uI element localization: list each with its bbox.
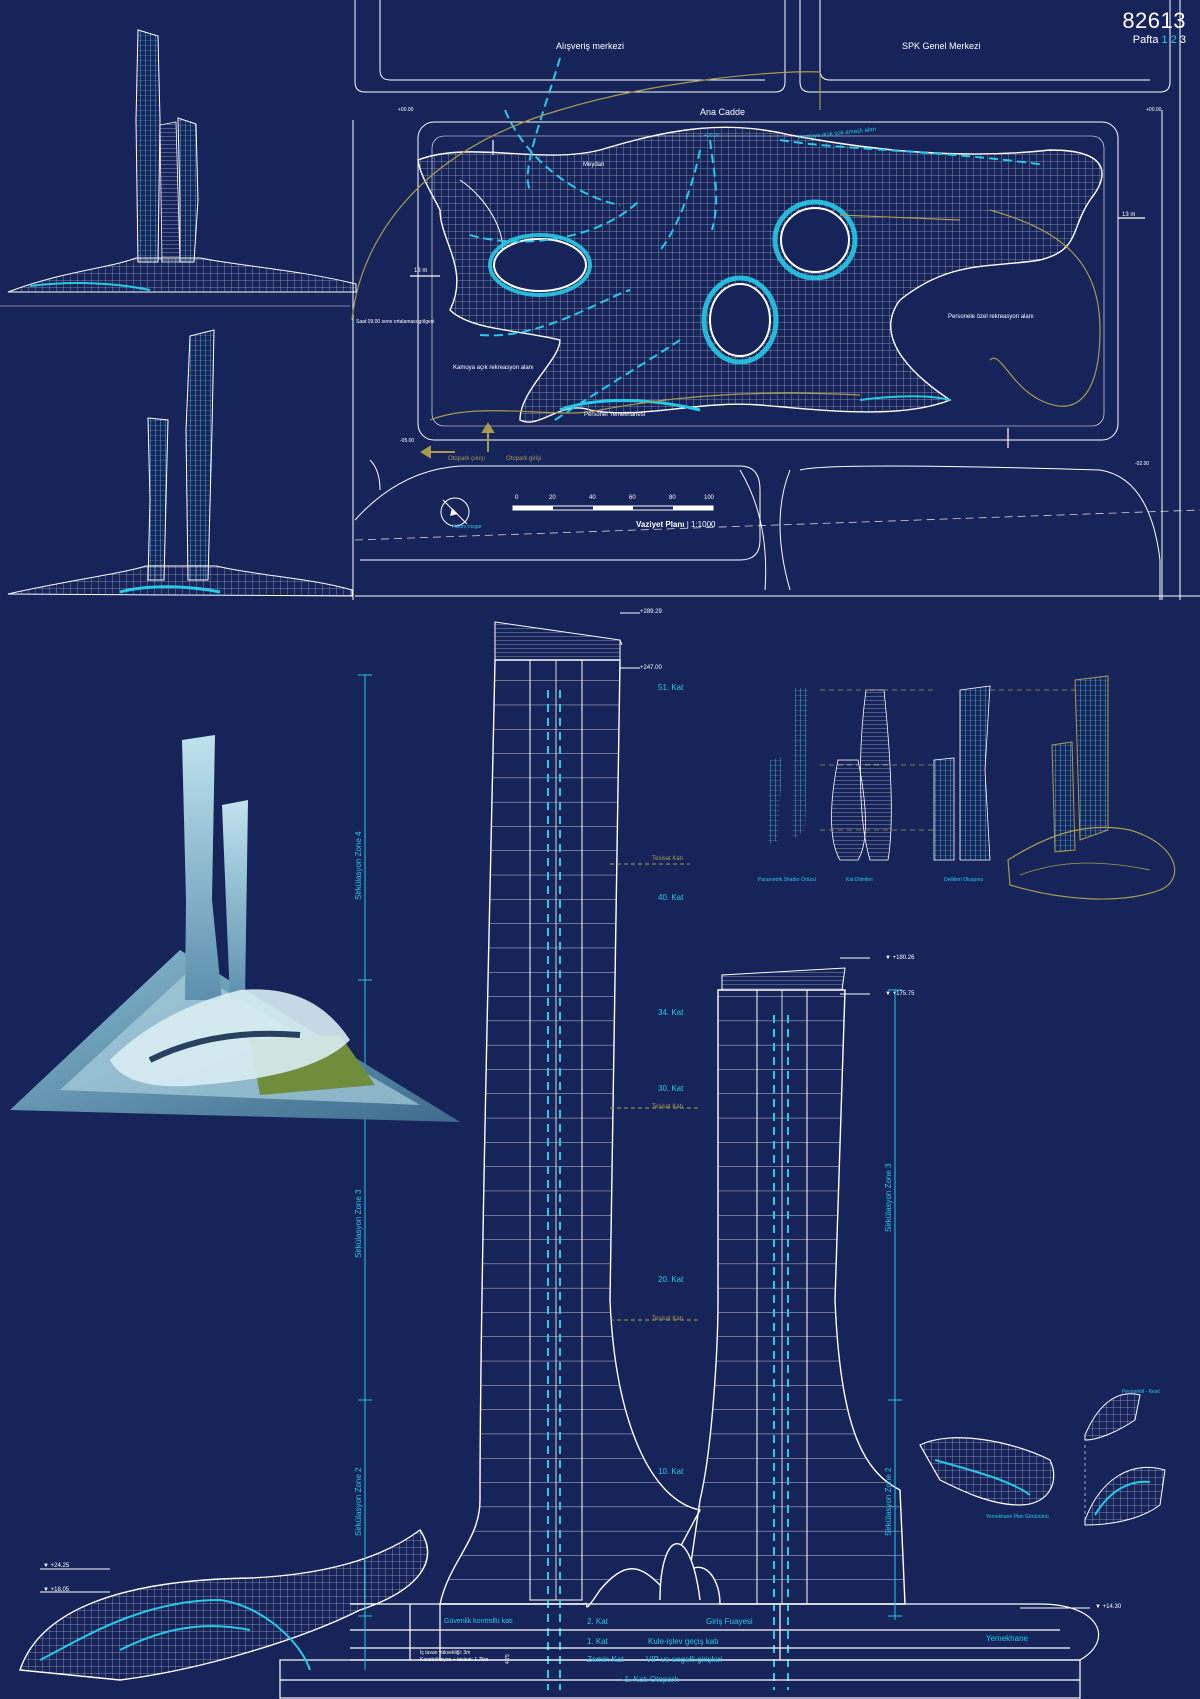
zone-dimension-lines <box>358 674 902 1670</box>
zone-3-left: Sirkülasyon Zone 3 <box>354 1189 363 1258</box>
floor-1: 1. Kat <box>587 1637 608 1646</box>
wind-label: Hakim rüzgar <box>452 524 482 530</box>
program-lobby: Giriş Fuayesi <box>706 1617 753 1626</box>
zone-4: Sirkülasyon Zone 4 <box>354 831 363 900</box>
elev-roof-a: +247.00 <box>640 665 662 671</box>
podium-shell <box>19 1528 429 1681</box>
restaurant-plan-label: Yemekhane Plan Görünümü <box>986 1514 1049 1520</box>
label-mall: Alışveriş merkezi <box>556 41 625 51</box>
zone-2-left: Sirkülasyon Zone 2 <box>354 1467 363 1536</box>
tower-a-section <box>439 621 702 1690</box>
pafta-1[interactable]: 1 <box>1161 34 1168 46</box>
dim-13m-left: 13 m <box>414 268 428 274</box>
level-3: +00.00 <box>1146 107 1162 113</box>
elevation-leaders <box>40 612 1090 1609</box>
mechanical-floor-1: Tesisat Katı <box>652 856 684 862</box>
label-shadow: Saat 09.00 sene ortalaması gölgesi <box>356 319 435 325</box>
label-public-rec: Kamuya açık rekreasyon alanı <box>453 365 534 371</box>
program-transfer: Kule-işlev geçiş katı <box>648 1637 719 1646</box>
pafta-3[interactable]: 3 <box>1179 34 1186 46</box>
parking-arrows <box>420 422 495 459</box>
label-parking-entry: Otopark girişi <box>506 456 542 462</box>
floor-10: 10. Kat <box>658 1467 684 1476</box>
form-diagrams <box>768 675 1176 900</box>
elev-podium-a: ▼ +24.25 <box>43 1563 70 1569</box>
site-plan-title-text: Vaziyet Planı <box>636 520 685 529</box>
floor-20: 20. Kat <box>658 1275 684 1284</box>
level-leaders <box>610 863 700 1321</box>
elevation-view-1 <box>7 29 357 293</box>
site-plan-canopy <box>417 126 1103 423</box>
elev-top-a: +289.29 <box>640 609 662 615</box>
label-spk: SPK Genel Merkezi <box>902 41 981 51</box>
elev-top-b: ▼ +180.26 <box>885 955 915 961</box>
diagram-label-holes: Delikleri Oluşumu <box>944 877 984 883</box>
tower-b-section <box>689 967 906 1690</box>
floor-40: 40. Kat <box>658 893 684 902</box>
site-plan-title: Vaziyet Planı | 1:1000 <box>636 521 715 529</box>
level-5: -02.00 <box>1135 461 1150 467</box>
label-staff-rec: Personele özel rekreasyon alanı <box>948 314 1034 320</box>
level-4: -05.00 <box>400 438 415 444</box>
program-structure: Konstrüksiyon + tesisat: 1.75m <box>420 1657 489 1663</box>
form-diagram-arrows <box>820 689 1075 831</box>
scale-tick-80: 80 <box>669 495 676 501</box>
pafta-label: Pafta <box>1132 34 1159 46</box>
dim-13m-right: 13 m <box>1122 212 1136 218</box>
mechanical-floor-2: Tesisat Katı <box>652 1104 684 1110</box>
elev-roof-b: ▼ +175.75 <box>885 991 915 997</box>
site-plan-scale: | 1:1000 <box>686 520 716 529</box>
label-staff-dining: Personel Yemekhanesi <box>584 412 646 418</box>
pafta-2[interactable]: 2 <box>1170 34 1177 46</box>
elev-podium-b: ▼ +18.05 <box>43 1587 70 1593</box>
label-square: Meydan <box>583 162 605 168</box>
scale-tick-40: 40 <box>589 495 596 501</box>
program-dining: Yemekhane <box>986 1634 1028 1643</box>
scale-tick-0: 0 <box>515 495 519 501</box>
zone-2-right: Sirkülasyon Zone 2 <box>884 1467 893 1536</box>
podium-section <box>279 1603 1100 1699</box>
floor-34: 34. Kat <box>658 1008 684 1017</box>
render-perspective <box>10 735 460 1122</box>
restaurant-diagrams <box>919 1393 1166 1526</box>
scale-tick-100: 100 <box>704 495 715 501</box>
site-plan-annotations <box>351 71 1101 421</box>
floor-30: 30. Kat <box>658 1084 684 1093</box>
diagram-label-shader: Parametrik Shader Örtücü <box>758 877 817 883</box>
floor-51: 51. Kat <box>658 683 684 692</box>
floor-minus-1: -1. Kat: Otopark <box>622 1675 679 1684</box>
sheet-number: 82613 <box>1122 8 1186 33</box>
floor-0: Zemin Kat <box>587 1655 624 1664</box>
label-parking-exit: Otopark çıkışı <box>448 456 486 462</box>
north-symbol <box>440 497 470 527</box>
level-2: +00.00 <box>704 133 720 139</box>
elev-podium-c: ▼ +14.30 <box>1095 1604 1122 1610</box>
tower-arch <box>659 1543 701 1601</box>
mechanical-floor-3: Tesisat Katı <box>652 1316 684 1322</box>
zone-3-right: Sirkülasyon Zone 3 <box>884 1163 893 1232</box>
floor-2: 2. Kat <box>587 1617 608 1626</box>
scale-bar <box>512 505 714 511</box>
label-avenue: Ana Cadde <box>700 107 746 117</box>
scale-tick-60: 60 <box>629 495 636 501</box>
site-plan-flows <box>469 57 1046 421</box>
restaurant-perspective-label: Perspektif - Kesit <box>1122 1389 1160 1395</box>
plan-dimensions <box>410 140 1145 448</box>
diagram-label-slices: Kat Dilimleri <box>846 877 873 883</box>
dim-4-75: 4.75 <box>505 1654 511 1664</box>
pafta-indicator: Pafta 1 2 3 <box>1122 34 1186 46</box>
program-podium-deck: Güvenlik kontrollü katı <box>444 1618 513 1625</box>
program-heights: İç tavan yüksekliği: 3m <box>420 1650 471 1656</box>
program-vip: VIP ve engelli girişleri <box>646 1655 723 1664</box>
sheet-number-block: 82613 Pafta 1 2 3 <box>1122 8 1186 46</box>
elevation-view-2 <box>7 329 353 597</box>
scale-tick-20: 20 <box>549 495 556 501</box>
level-1: +00.00 <box>398 107 414 113</box>
